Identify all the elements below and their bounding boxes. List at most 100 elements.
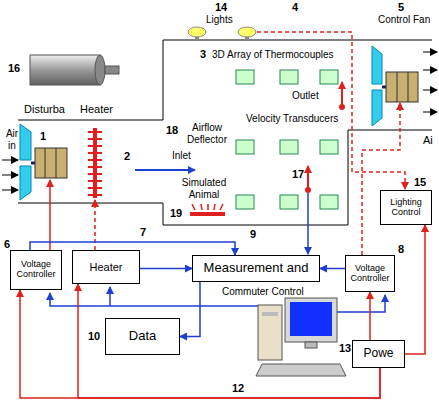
- thermocouple: [320, 70, 338, 84]
- thermocouple: [280, 195, 298, 209]
- thermocouple: [236, 195, 254, 209]
- signal-wire: [140, 268, 192, 270]
- thermocouple: [280, 70, 298, 84]
- part-label: Velocity Transducers: [246, 113, 338, 125]
- fan-motor-rib: [408, 72, 409, 102]
- power-wire: [362, 103, 400, 255]
- part-label: Lights: [206, 14, 233, 26]
- motor-shaft: [105, 66, 119, 74]
- controller-box: Voltage Controller: [345, 255, 395, 292]
- signal-wire: [180, 282, 200, 337]
- fan-shaft: [382, 86, 386, 89]
- fan-shaft: [31, 162, 35, 165]
- signal-wire: [109, 287, 111, 306]
- transducer-dot: [305, 187, 311, 193]
- chamber-wall: [163, 40, 164, 120]
- lamp: [188, 27, 206, 37]
- part-label: Disturba: [24, 103, 65, 116]
- callout-number: 18: [166, 124, 178, 137]
- part-label: Simulated Animal: [178, 177, 230, 200]
- thermocouple: [236, 140, 254, 154]
- heater-fins: [88, 132, 102, 195]
- air-arrow: [2, 160, 18, 161]
- air-arrow: [2, 190, 18, 191]
- callout-number: 15: [414, 176, 426, 189]
- callout-number: 13: [339, 342, 351, 355]
- part-label: Outlet: [292, 90, 319, 102]
- power-wire: [369, 292, 371, 340]
- chamber-wall: [163, 203, 164, 225]
- part-label: Control Fan: [378, 14, 430, 26]
- lighting-control-box: Lighting Control: [380, 190, 432, 225]
- air-arrow: [423, 70, 437, 71]
- chamber-wall: [163, 225, 348, 226]
- lamp: [238, 27, 256, 37]
- computer-tower: [258, 305, 282, 360]
- monitor-screen: [290, 302, 332, 336]
- node-text: Powe: [363, 347, 393, 360]
- fan-motor: [386, 72, 418, 102]
- signal-wire: [307, 193, 309, 254]
- node-text: Voltage Controller: [348, 264, 392, 284]
- simulated-animal: [190, 212, 225, 216]
- fan-motor: [35, 148, 67, 178]
- callout-number: 9: [250, 228, 256, 241]
- duct-wall: [18, 203, 163, 204]
- part-label: Commuter Control: [222, 286, 304, 298]
- chamber-wall: [163, 40, 432, 41]
- fan-blade: [20, 124, 31, 160]
- node-text: Lighting Control: [383, 198, 429, 218]
- fan-blade: [20, 166, 31, 200]
- thermocouple: [236, 70, 254, 84]
- air-arrow: [423, 52, 437, 53]
- duct-wall: [348, 130, 432, 131]
- power-wire: [405, 225, 425, 354]
- part-label: Heater: [80, 103, 113, 116]
- part-label: Ai: [423, 134, 433, 147]
- signal-wire: [320, 268, 345, 270]
- motor-cylinder: [30, 55, 100, 85]
- air-arrow: [2, 175, 18, 176]
- node-text: Data: [129, 329, 156, 343]
- monitor-stand: [305, 342, 317, 348]
- computer-monitor: [285, 298, 337, 342]
- callout-number: 14: [215, 1, 227, 14]
- heat-rays: [192, 204, 223, 210]
- node-text: Measurement and: [204, 261, 309, 275]
- velocity-transducer: [341, 82, 343, 106]
- fan-motor-rib: [45, 148, 46, 178]
- callout-number: 4: [292, 1, 298, 14]
- callout-number: 3: [200, 48, 206, 61]
- chamber-wall: [348, 130, 349, 225]
- measurement-box: Measurement and: [192, 255, 320, 282]
- power-box: Powe: [352, 340, 405, 368]
- power-wire: [20, 290, 380, 398]
- drive-slot: [262, 312, 278, 316]
- heater-box: Heater: [72, 250, 140, 284]
- callout-number: 6: [4, 238, 10, 251]
- motor-cylinder-end: [95, 55, 105, 85]
- part-label: 3D Array of Thermocouples: [212, 49, 334, 61]
- keyboard: [256, 364, 346, 376]
- callout-number: 12: [232, 382, 244, 395]
- thermocouple: [280, 140, 298, 154]
- fan-motor-rib: [397, 72, 398, 102]
- node-text: Voltage Controller: [13, 260, 59, 280]
- part-label: Airflow Deflector: [182, 122, 232, 145]
- velocity-transducer: [307, 166, 309, 189]
- callout-number: 5: [398, 1, 404, 14]
- data-box: Data: [105, 318, 180, 355]
- callout-number: 16: [8, 62, 20, 75]
- callout-number: 7: [140, 226, 146, 239]
- callout-number: 8: [398, 243, 404, 256]
- callout-number: 17: [292, 168, 304, 181]
- duct-wall: [18, 120, 163, 121]
- part-label: Inlet: [172, 150, 191, 162]
- signal-wire: [337, 295, 385, 312]
- callout-number: 2: [124, 150, 130, 163]
- controller-box: Voltage Controller: [10, 250, 62, 290]
- inlet-arrow: [135, 169, 195, 171]
- callout-number: 19: [170, 207, 182, 220]
- part-label: Air in: [2, 128, 22, 151]
- callout-number: 10: [88, 330, 100, 343]
